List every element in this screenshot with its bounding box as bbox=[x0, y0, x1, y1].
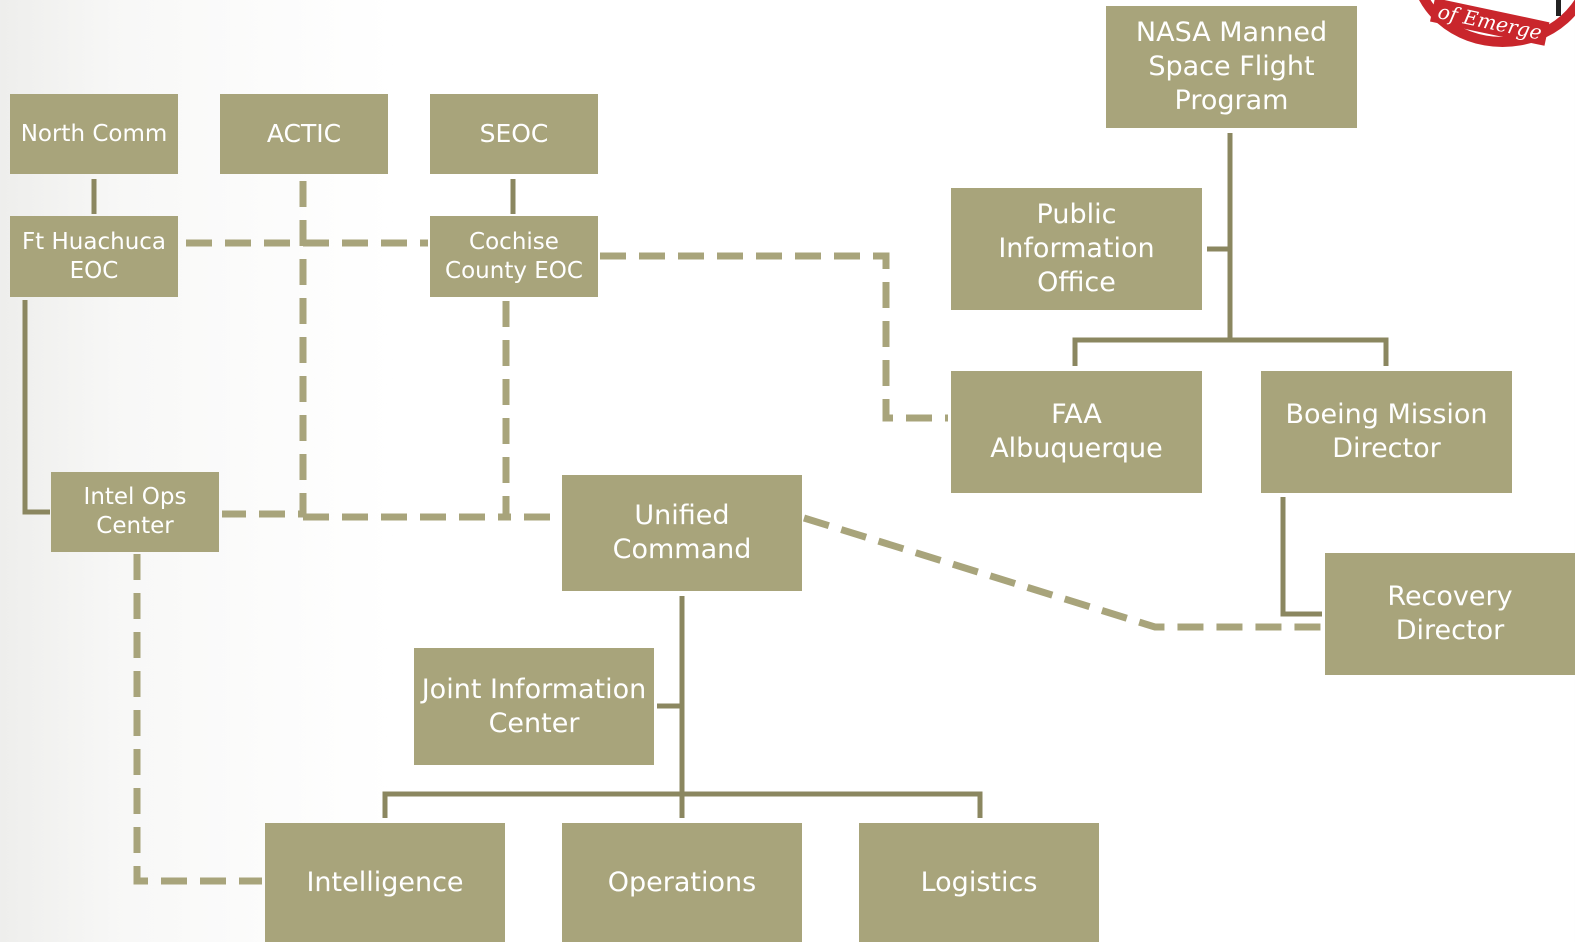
faa-albuquerque-label: FAA Albuquerque bbox=[990, 399, 1163, 464]
north-comm-label: North Comm bbox=[20, 120, 168, 147]
intelligence-label: Intelligence bbox=[306, 866, 464, 898]
nasa-program-box: NASA Manned Space Flight Program bbox=[1106, 6, 1357, 128]
nasa-program-label: NASA Manned Space Flight Program bbox=[1135, 17, 1328, 116]
actic-box: ACTIC bbox=[220, 94, 388, 174]
joint-information-center-box: Joint Information Center bbox=[414, 648, 654, 765]
logistics-box: Logistics bbox=[859, 823, 1099, 942]
unified-command-box: Unified Command bbox=[562, 475, 802, 591]
recovery-director-box: Recovery Director bbox=[1325, 553, 1575, 675]
joint-information-center-label: Joint Information Center bbox=[421, 673, 647, 739]
public-information-office-label: Public Information Office bbox=[998, 199, 1155, 298]
boeing-mission-director-label: Boeing Mission Director bbox=[1285, 399, 1488, 464]
public-information-office-box: Public Information Office bbox=[951, 188, 1202, 310]
ft-huachuca-eoc-box: Ft Huachuca EOC bbox=[10, 216, 178, 297]
intel-ops-center-label: Intel Ops Center bbox=[83, 484, 187, 539]
line-unified-branches bbox=[382, 791, 983, 818]
dash-cochise-faa bbox=[600, 252, 948, 422]
dash-unified-recovery bbox=[802, 514, 1322, 631]
boeing-mission-director-box: Boeing Mission Director bbox=[1261, 371, 1512, 493]
logistics-label: Logistics bbox=[920, 866, 1038, 898]
dash-intelops-intelligence bbox=[133, 554, 262, 885]
cochise-county-eoc-box: Cochise County EOC bbox=[430, 216, 598, 297]
operations-label: Operations bbox=[607, 866, 757, 898]
north-comm-box: North Comm bbox=[10, 94, 178, 174]
dash-actic-intelops bbox=[222, 181, 307, 518]
line-nasa-branches bbox=[1072, 337, 1389, 366]
intelligence-box: Intelligence bbox=[265, 823, 505, 942]
faa-albuquerque-box: FAA Albuquerque bbox=[951, 371, 1202, 493]
ft-huachuca-eoc-label: Ft Huachuca EOC bbox=[21, 228, 167, 284]
recovery-director-label: Recovery Director bbox=[1387, 581, 1513, 646]
seoc-label: SEOC bbox=[479, 119, 549, 149]
seal-detail bbox=[1556, 0, 1561, 16]
unified-command-label: Unified Command bbox=[612, 500, 752, 565]
dash-cochise-unified bbox=[502, 301, 560, 521]
actic-label: ACTIC bbox=[266, 119, 342, 149]
intel-ops-center-box: Intel Ops Center bbox=[51, 472, 219, 552]
seoc-box: SEOC bbox=[430, 94, 598, 174]
line-fthuachuca-intelops bbox=[22, 300, 50, 515]
operations-box: Operations bbox=[562, 823, 802, 942]
line-boeing-recovery bbox=[1280, 497, 1322, 617]
cochise-county-eoc-label: Cochise County EOC bbox=[445, 228, 583, 284]
